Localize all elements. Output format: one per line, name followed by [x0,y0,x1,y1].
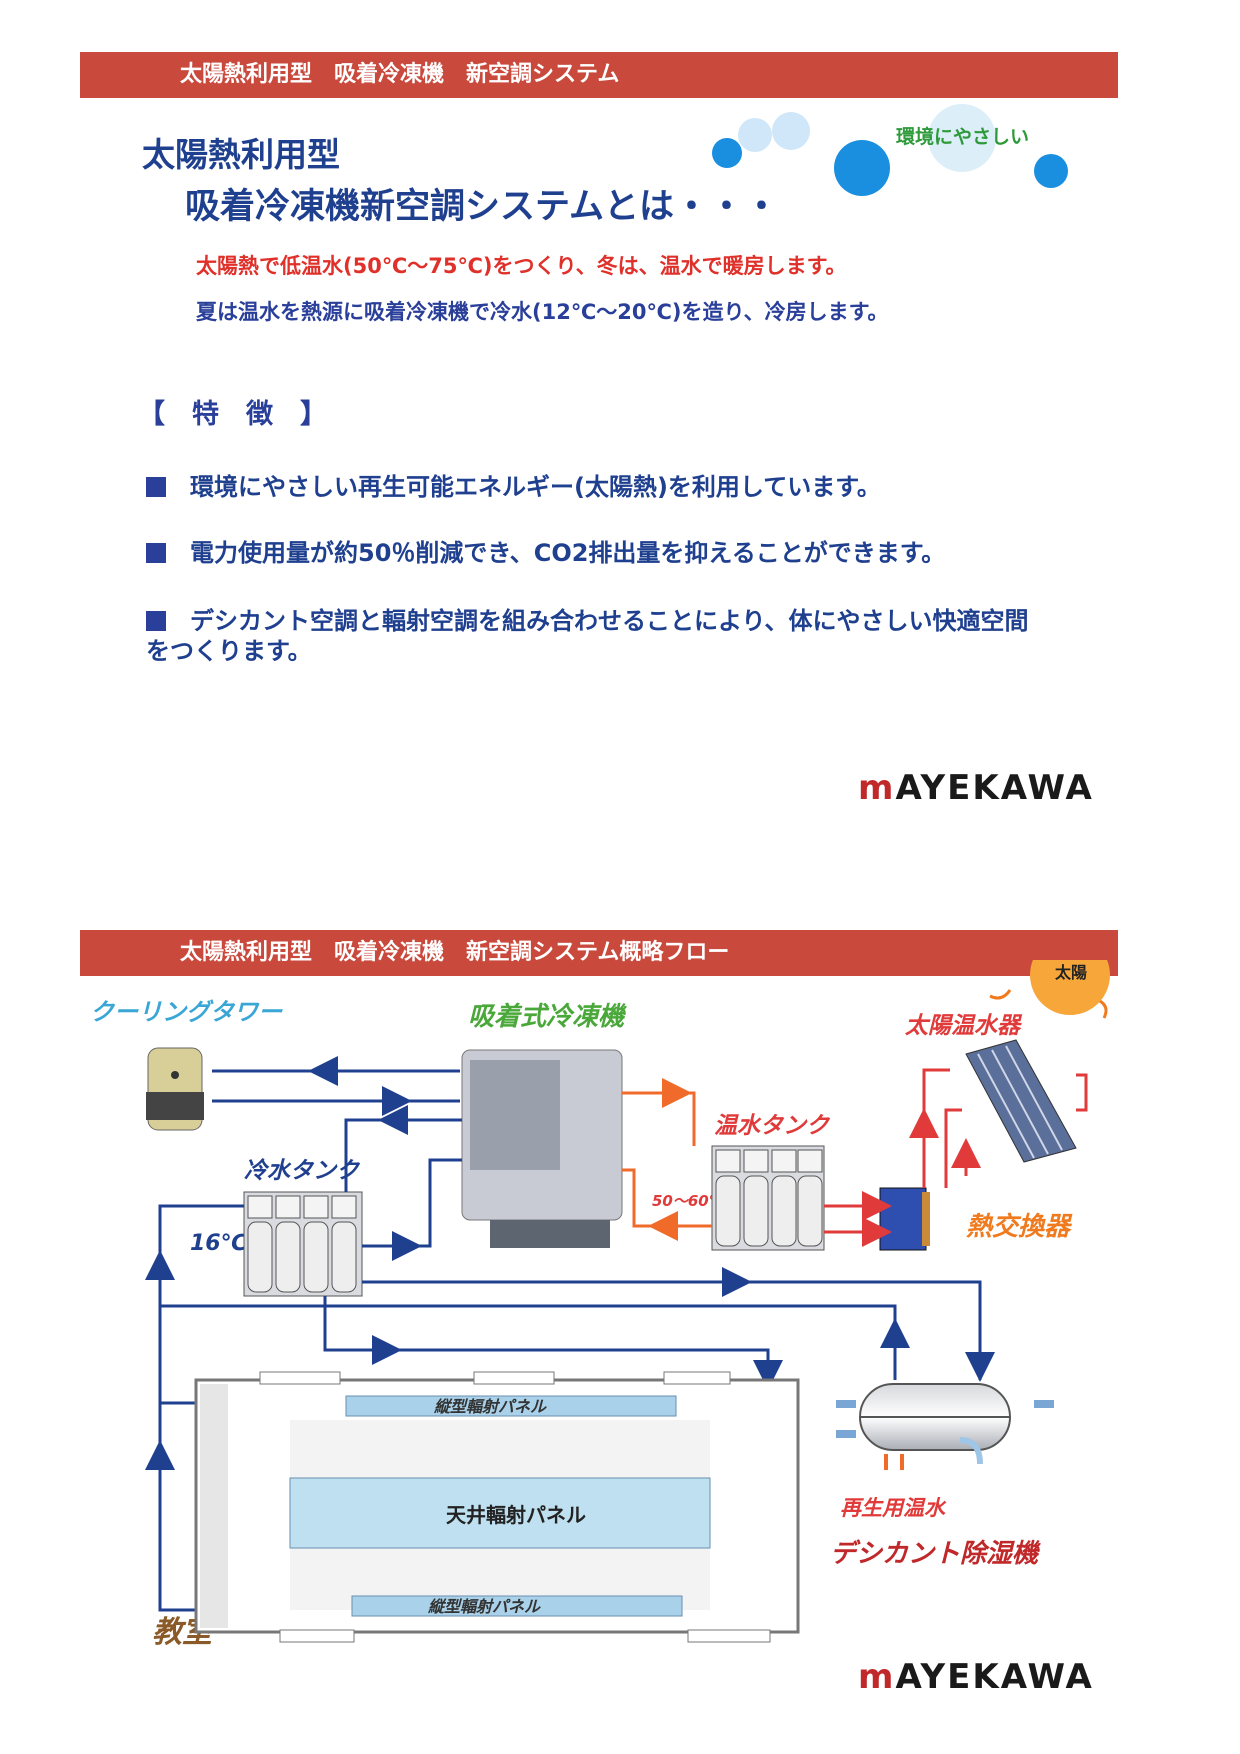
heat-exchanger-icon [879,1187,930,1251]
mayekawa-logo: mAYEKAWA [858,768,1094,808]
bubble-decoration [1034,154,1068,188]
desiccant-dehumidifier-icon [836,1383,1054,1470]
hot-tank-label: 温水タンク [714,1113,831,1139]
feature-text: デシカント空調と輻射空調を組み合わせることにより、体にやさしい快適空間をつくりま… [146,607,1029,665]
desiccant-label: デシカント除湿機 [830,1539,1042,1569]
feature-item: 環境にやさしい再生可能エネルギー(太陽熱)を利用しています。 [146,472,1046,502]
intro-text-red: 太陽熱で低温水(50℃～75℃)をつくり、冬は、温水で暖房します。 [196,254,847,278]
feature-text: 環境にやさしい再生可能エネルギー(太陽熱)を利用しています。 [190,473,881,501]
mayekawa-logo: mAYEKAWA [858,1657,1094,1697]
sun-label: 太陽 [1054,963,1087,982]
bubble-decoration [772,112,810,150]
bullet-square-icon [146,477,166,497]
heat-exchanger-label: 熱交換器 [966,1212,1073,1242]
feature-item: 電力使用量が約50％削減でき、CO2排出量を抑えることができます。 [146,538,1046,568]
bubble-decoration [712,138,742,168]
bullet-square-icon [146,611,166,631]
panel-ceiling-label: 天井輻射パネル [446,1503,586,1527]
features-heading: 【 特 徴 】 [138,399,327,430]
cold-water-tank-icon [243,1191,363,1297]
feature-text: 電力使用量が約50％削減でき、CO2排出量を抑えることができます。 [190,539,946,567]
adsorption-chiller-icon [461,1049,623,1248]
section-banner-bottom: 太陽熱利用型 吸着冷凍機 新空調システム概略フロー [80,930,1118,976]
solar-heater-icon [965,1039,1077,1163]
cold-tank-label: 冷水タンク [244,1158,361,1184]
hot-temp-label: 50～60℃ [652,1192,728,1210]
feature-item: デシカント空調と輻射空調を組み合わせることにより、体にやさしい快適空間をつくりま… [146,606,1036,666]
page-title-line1: 太陽熱利用型 [142,135,340,174]
bubble-decoration [928,104,996,172]
banner-title: 太陽熱利用型 吸着冷凍機 新空調システム概略フロー [180,940,730,965]
bullet-square-icon [146,543,166,563]
sun-icon [989,960,1110,1019]
cooling-tower-label: クーリングタワー [90,998,283,1026]
cooling-tower-icon [146,1047,204,1131]
banner-title: 太陽熱利用型 吸着冷凍機 新空調システム [180,62,620,87]
intro-text-blue: 夏は温水を熱源に吸着冷凍機で冷水(12℃～20℃)を造り、冷房します。 [196,300,889,324]
page-title-line2: 吸着冷凍機新空調システムとは・・・ [185,187,779,227]
cold-temp-label: 16℃ [190,1231,248,1256]
solar-heater-label: 太陽温水器 [905,1013,1023,1039]
panel-vertical-bottom-label: 縦型輻射パネル [427,1597,541,1616]
bubble-decoration [738,118,772,152]
eco-label: 環境にやさしい [896,126,1030,148]
system-flow-diagram: 太陽 クーリングタワー 吸着式冷凍機 太陽温水器 温水タンク 冷水タンク 16℃… [90,960,1110,1697]
classroom-floorplan [194,1371,800,1643]
section-banner-top: 太陽熱利用型 吸着冷凍機 新空調システム [80,52,1118,98]
chiller-label: 吸着式冷凍機 [468,1002,628,1032]
regen-water-label: 再生用温水 [840,1496,947,1520]
panel-vertical-top-label: 縦型輻射パネル [433,1397,547,1416]
hot-water-tank-icon [711,1145,825,1251]
bubble-decoration [834,140,890,196]
